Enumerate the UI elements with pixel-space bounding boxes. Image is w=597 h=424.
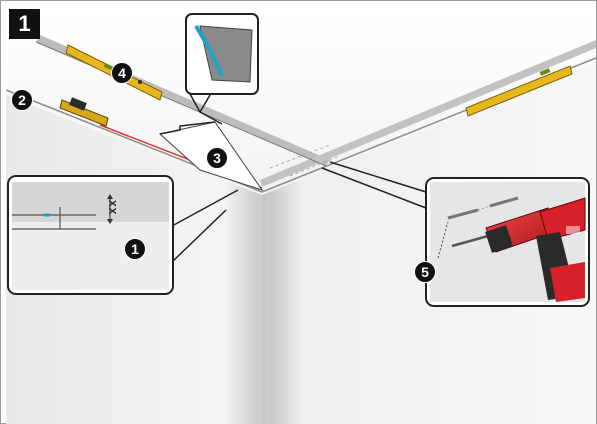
marker-2: 2: [11, 89, 33, 111]
wall-corner-shadow: [256, 195, 270, 424]
marker-1: 1: [124, 238, 146, 260]
marker-5: 5: [414, 261, 436, 283]
marker-3: 3: [206, 147, 228, 169]
marker-4: 4: [111, 62, 133, 84]
step-number-badge: 1: [9, 9, 40, 39]
dimension-label: XX: [106, 200, 117, 215]
